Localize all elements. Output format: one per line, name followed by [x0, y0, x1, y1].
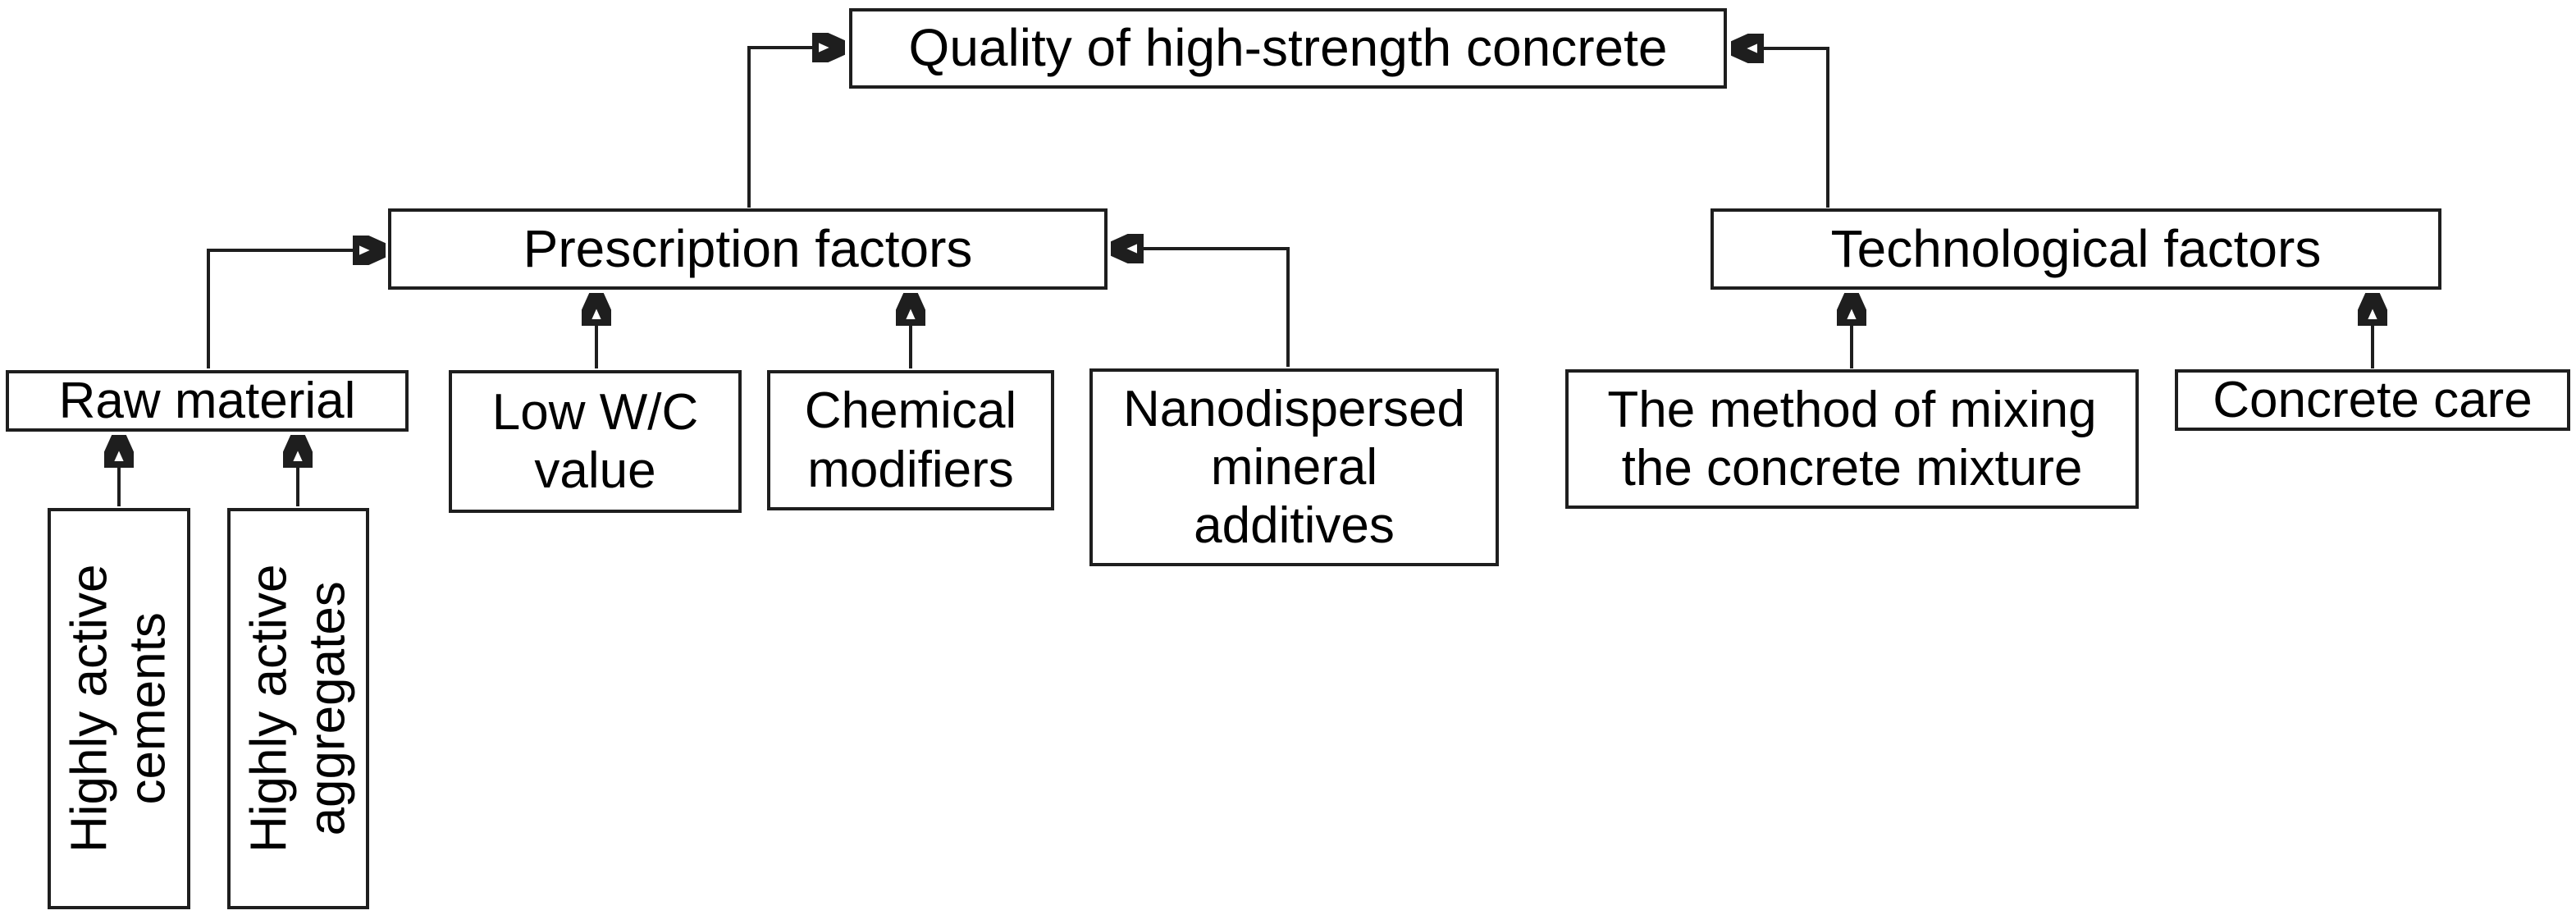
arrow-technological-to-quality — [1762, 48, 1829, 208]
node-nanodispersed-mineral-additives: Nanodispersed mineral additives — [1089, 368, 1499, 566]
node-technological-factors: Technological factors — [1710, 208, 2441, 290]
node-method-of-mixing-concrete-mixture: The method of mixing the concrete mixtur… — [1565, 369, 2139, 509]
node-quality-of-high-strength-concrete: Quality of high-strength concrete — [849, 8, 1727, 89]
node-label: Prescription factors — [523, 218, 973, 278]
node-prescription-factors: Prescription factors — [388, 208, 1108, 290]
node-highly-active-aggregates: Highly active aggregates — [227, 508, 369, 909]
node-label: The method of mixing the concrete mixtur… — [1607, 381, 2097, 496]
node-label: Nanodispersed mineral additives — [1122, 380, 1466, 555]
node-label: Highly active cements — [61, 564, 177, 853]
node-label: Concrete care — [2213, 371, 2533, 428]
node-label: Chemical modifiers — [804, 382, 1017, 498]
node-label: Low W/C value — [491, 383, 699, 499]
node-concrete-care: Concrete care — [2175, 369, 2570, 431]
node-low-wc-value: Low W/C value — [449, 370, 742, 513]
node-label: Raw material — [58, 372, 356, 429]
node-label: Highly active aggregates — [240, 564, 356, 853]
node-highly-active-cements: Highly active cements — [48, 508, 190, 909]
node-label: Technological factors — [1830, 218, 2322, 278]
node-raw-material: Raw material — [6, 370, 409, 432]
arrow-prescription-to-quality — [747, 48, 814, 208]
node-label: Quality of high-strength concrete — [908, 18, 1668, 78]
arrow-raw-material-to-prescription — [207, 250, 354, 368]
arrow-nano-to-prescription — [1142, 249, 1290, 367]
node-chemical-modifiers: Chemical modifiers — [767, 370, 1054, 510]
